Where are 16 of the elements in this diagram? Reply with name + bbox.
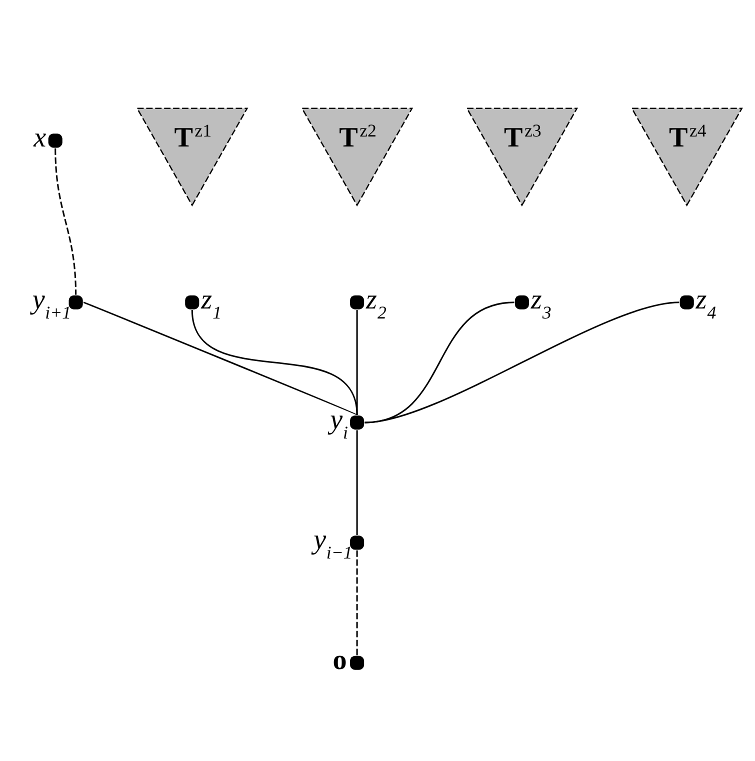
node-label: z$_{2}$ (366, 284, 386, 322)
node-label: x (34, 122, 46, 154)
connector (356, 310, 358, 414)
node-label: y$_{i}$ (330, 404, 348, 442)
node-label: z$_{3}$ (530, 284, 552, 322)
node-label: z$_{1}$ (201, 284, 222, 322)
connector (191, 309, 358, 414)
connector (83, 301, 358, 416)
node-label: z$_{4}$ (696, 284, 716, 322)
connector (364, 301, 680, 423)
node-label: y$_{i−1}$ (314, 524, 352, 562)
node-label: y$_{i+1}$ (32, 284, 72, 322)
connector (356, 550, 358, 655)
connector (54, 148, 77, 294)
node-label: o (332, 644, 347, 676)
connector (356, 430, 358, 535)
